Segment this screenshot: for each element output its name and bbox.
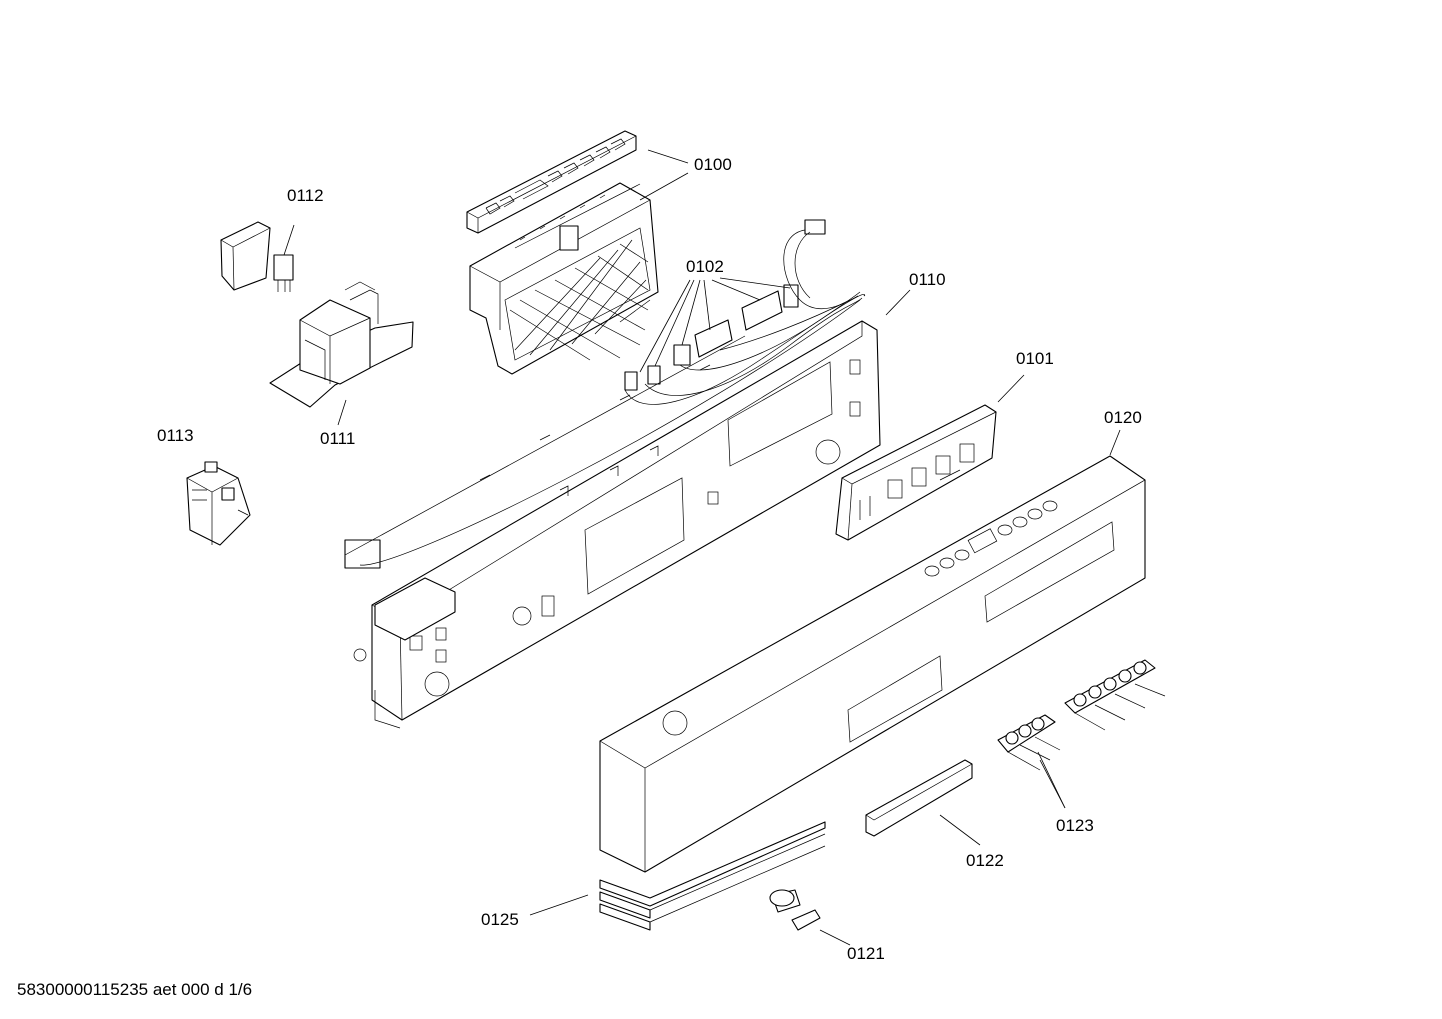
callout-0122: 0122 [966, 851, 1004, 870]
part-0110-control-frame [344, 299, 881, 729]
callout-0123: 0123 [1056, 816, 1094, 835]
drawing-reference-footer: 58300000115235 aet 000 d 1/6 [17, 980, 253, 999]
callout-0125: 0125 [481, 910, 519, 929]
callout-0100: 0100 [694, 155, 732, 174]
part-0101-display-board [835, 404, 997, 541]
callout-0113: 0113 [157, 426, 194, 445]
part-0122-window [865, 759, 973, 837]
callout-0121: 0121 [847, 944, 885, 963]
callout-labels: 0100 0112 0102 0110 0111 0101 0113 0120 … [157, 155, 1142, 963]
part-0121-clip [769, 889, 821, 931]
part-0113-relay [186, 461, 251, 546]
callout-0111: 0111 [320, 429, 355, 448]
part-0100-control-module [466, 130, 659, 375]
callout-0120: 0120 [1104, 408, 1142, 427]
part-0111-bracket [269, 281, 414, 408]
part-0102-harness [624, 219, 866, 405]
part-0120-front-panel [599, 455, 1146, 873]
part-0112-cover [220, 221, 294, 292]
part-0125-strips [599, 821, 826, 931]
callout-0112: 0112 [287, 186, 324, 205]
callout-0102: 0102 [686, 257, 724, 276]
callout-0101: 0101 [1016, 349, 1054, 368]
callout-0110: 0110 [909, 270, 946, 289]
part-0123-buttons [997, 659, 1166, 771]
leader-lines [283, 149, 1121, 946]
